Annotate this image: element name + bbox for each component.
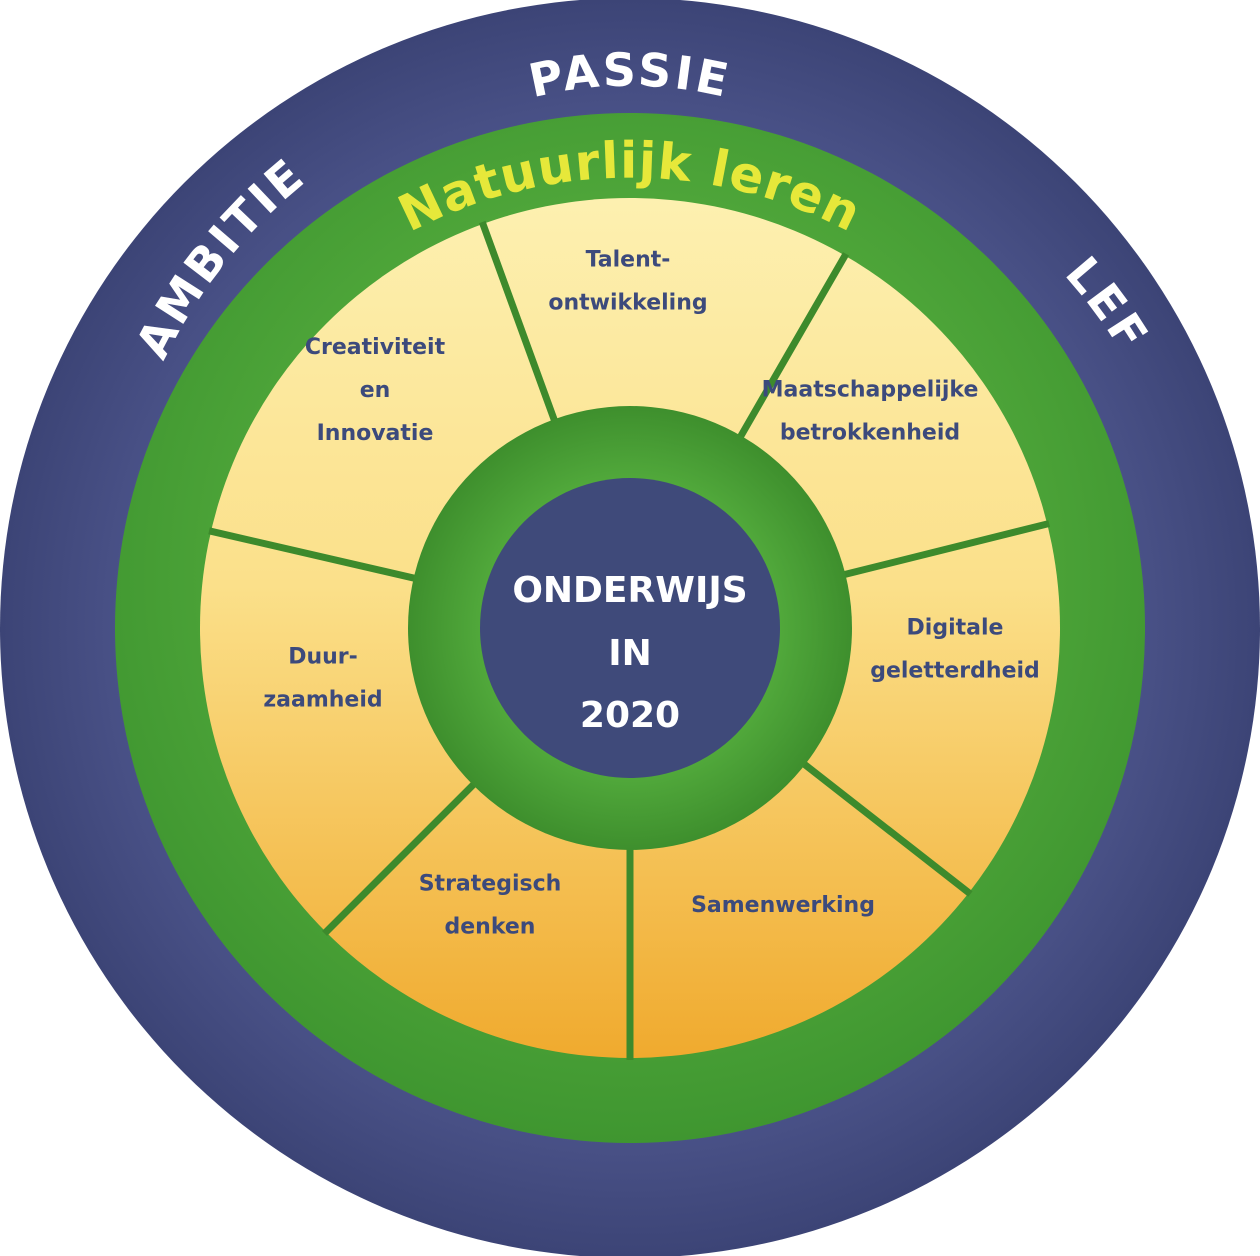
segment-label-line: Digitale <box>907 616 1004 641</box>
segment-label-line: Innovatie <box>317 421 434 446</box>
center-title-line2: IN <box>608 633 652 674</box>
segment-label-line: Talent- <box>586 248 671 273</box>
center-title-line1: ONDERWIJS <box>512 570 747 611</box>
segment-divider <box>798 758 973 897</box>
segment-label-line: en <box>360 378 391 403</box>
segment-label-line: denken <box>445 915 536 940</box>
segment-divider <box>208 527 420 583</box>
segment-divider <box>735 252 850 442</box>
segment-label-line: zaamheid <box>263 688 382 713</box>
segment-divider <box>322 778 480 936</box>
segment-label: Samenwerking <box>691 893 875 918</box>
center-title-line3: 2020 <box>580 695 680 736</box>
segment-divider <box>478 220 560 426</box>
segment-label: Digitale geletterdheid <box>870 616 1040 684</box>
segment-label-line: geletterdheid <box>870 659 1040 684</box>
segment-label-line: Duur- <box>288 645 358 670</box>
segment-label: Talent-ontwikkeling <box>548 248 707 316</box>
center-disc <box>480 478 780 778</box>
segment-label-line: Maatschappelijke <box>762 378 979 403</box>
segment-label: Strategisch denken <box>419 872 562 940</box>
segment-label-line: ontwikkeling <box>548 291 707 316</box>
segment-label-line: betrokkenheid <box>780 421 960 446</box>
segment-label-line: Strategisch <box>419 872 562 897</box>
segment-label: Duur-zaamheid <box>263 645 382 713</box>
segment-divider <box>839 520 1051 579</box>
segment-label-line: Samenwerking <box>691 893 875 918</box>
segment-label: Maatschappelijke betrokkenheid <box>762 378 979 446</box>
segment-label-line: Creativiteit <box>305 335 446 360</box>
